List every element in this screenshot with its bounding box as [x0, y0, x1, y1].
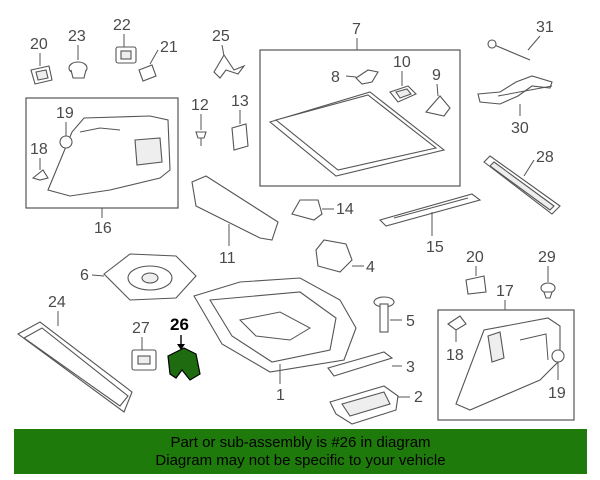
callout-8: 8 — [331, 69, 340, 86]
banner-line-2: Diagram may not be specific to your vehi… — [155, 451, 446, 469]
part-27-clip[interactable] — [131, 349, 157, 371]
callout-12: 12 — [191, 97, 209, 114]
part-14-bracket[interactable] — [291, 199, 323, 221]
callout-4: 4 — [366, 259, 375, 276]
callout-6: 6 — [80, 267, 89, 284]
group-box-7 — [259, 49, 461, 187]
callout-11: 11 — [219, 250, 236, 267]
part-24-cargo-cover[interactable] — [16, 321, 133, 413]
callout-1: 1 — [276, 387, 285, 404]
callout-22: 22 — [113, 17, 131, 34]
callout-27: 27 — [132, 320, 150, 337]
callout-26: 26 — [170, 315, 189, 334]
part-2-tray[interactable] — [329, 385, 399, 425]
part-17-side-trim[interactable] — [455, 317, 561, 411]
part-20-pad[interactable] — [465, 275, 487, 295]
callout-24: 24 — [48, 294, 66, 311]
callout-17: 17 — [496, 283, 514, 300]
callout-31: 31 — [536, 19, 554, 36]
callout-29: 29 — [538, 249, 556, 266]
part-13-hook[interactable] — [231, 123, 249, 151]
callout-9: 9 — [432, 67, 441, 84]
part-11-side-panel[interactable] — [191, 175, 279, 241]
part-8-bracket[interactable] — [355, 69, 379, 85]
part-23-fastener[interactable] — [68, 61, 88, 79]
part-16-side-trim[interactable] — [47, 115, 171, 197]
callout-7: 7 — [352, 21, 361, 38]
callout-15: 15 — [426, 239, 444, 256]
part-18-clip-right[interactable] — [447, 315, 467, 331]
part-15-sill-plate[interactable] — [378, 193, 482, 227]
part-30-jack[interactable] — [477, 75, 553, 105]
callout-30: 30 — [511, 120, 529, 137]
info-banner: Part or sub-assembly is #26 in diagram D… — [14, 429, 587, 474]
callout-13: 13 — [231, 93, 249, 110]
part-1-cargo-tub[interactable] — [193, 277, 357, 373]
callout-20-lower: 20 — [466, 249, 484, 266]
part-7-cargo-floor-board[interactable] — [268, 91, 446, 177]
callout-21: 21 — [160, 39, 178, 56]
part-10-handle[interactable] — [389, 85, 417, 103]
callout-3: 3 — [406, 359, 415, 376]
callout-18-left: 18 — [30, 141, 48, 158]
part-25-bracket[interactable] — [213, 53, 246, 79]
part-3-trim[interactable] — [327, 351, 394, 377]
callout-19-right: 19 — [548, 385, 566, 402]
part-12-push-pin[interactable] — [195, 131, 207, 146]
part-19-fastener-right[interactable] — [551, 349, 565, 363]
part-31-wrench[interactable] — [487, 39, 531, 61]
callout-14: 14 — [336, 201, 354, 218]
part-9-hinge[interactable] — [424, 95, 451, 117]
callout-19-left: 19 — [56, 105, 74, 122]
callout-28: 28 — [536, 149, 554, 166]
part-26-bracket-highlighted[interactable] — [167, 347, 201, 381]
part-18-clip-left[interactable] — [31, 169, 49, 181]
part-28-rail[interactable] — [483, 155, 561, 215]
part-21-plug[interactable] — [138, 64, 157, 82]
part-20-clip[interactable] — [30, 65, 53, 85]
callout-20-top: 20 — [30, 36, 48, 53]
part-4-bracket[interactable] — [315, 239, 353, 273]
part-29-push-pin[interactable] — [540, 282, 556, 299]
banner-line-1: Part or sub-assembly is #26 in diagram — [170, 433, 431, 451]
callout-16: 16 — [94, 220, 112, 237]
callout-5: 5 — [406, 313, 415, 330]
callout-25: 25 — [212, 28, 230, 45]
part-19-fastener-left[interactable] — [59, 135, 73, 149]
callout-2: 2 — [414, 389, 423, 406]
callout-10: 10 — [393, 54, 411, 71]
part-5-bolt[interactable] — [373, 296, 395, 333]
callout-23: 23 — [68, 28, 86, 45]
part-22-clip[interactable] — [115, 46, 137, 64]
group-box-17 — [437, 309, 575, 421]
callout-18-right: 18 — [446, 347, 464, 364]
part-6-tire-well-insert[interactable] — [103, 253, 197, 301]
